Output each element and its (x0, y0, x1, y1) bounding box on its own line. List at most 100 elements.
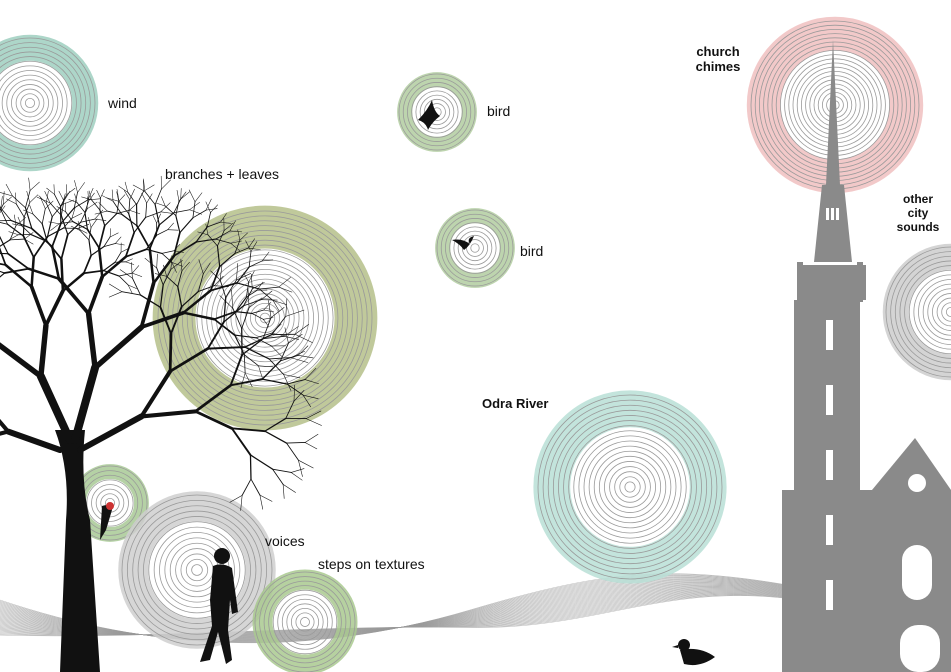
ring (932, 293, 951, 331)
tree-branch (86, 228, 100, 249)
sound-source-odra (533, 390, 727, 584)
tree-branch (58, 221, 74, 225)
tree-branch (0, 192, 13, 197)
tree-branch (154, 203, 160, 226)
tree-branch (136, 190, 144, 206)
woodpecker-icon (100, 502, 114, 540)
tree-branch (100, 189, 105, 199)
tree-branch (206, 346, 246, 350)
ring (0, 46, 87, 160)
tree-branch (132, 272, 143, 277)
tree-branch (192, 201, 196, 219)
tree-branch (207, 234, 218, 247)
tree-branch (115, 243, 125, 246)
ring (593, 450, 667, 524)
ring-band (397, 72, 477, 152)
ring (0, 56, 77, 150)
tree-branch (229, 220, 236, 232)
ring (263, 580, 347, 664)
tree-branch (3, 267, 30, 274)
tree-silhouette (0, 175, 322, 672)
tree-branch (77, 413, 145, 453)
ring (91, 484, 129, 522)
ring (423, 98, 451, 126)
tree-branch (143, 184, 155, 192)
tree-branch (170, 260, 183, 270)
ring (201, 254, 329, 382)
ring (568, 425, 692, 549)
tree-branch (241, 307, 250, 329)
ring (290, 607, 320, 637)
tree-branch (248, 247, 261, 251)
tree-branch (205, 198, 212, 211)
ring (558, 415, 702, 559)
ring (619, 476, 641, 498)
tree-branch (148, 247, 155, 285)
tree-branch (51, 222, 62, 248)
tree-branch (249, 454, 252, 480)
ring (272, 589, 338, 655)
tree-branch (128, 213, 135, 234)
tree-branch (44, 289, 65, 328)
ring-band (882, 243, 951, 381)
tree-branch (285, 298, 288, 317)
tree-branch (285, 309, 305, 317)
ring (583, 440, 677, 534)
tree-branch (124, 248, 148, 258)
tree-branch (156, 213, 161, 224)
tree-branch (23, 209, 34, 215)
tree-branch (197, 273, 204, 292)
tree-branch (213, 318, 236, 336)
tree-branch (120, 248, 129, 253)
ring (230, 283, 300, 353)
ring (0, 70, 63, 136)
ring (0, 51, 82, 155)
tree-branch (223, 305, 245, 323)
sound-source-city (882, 243, 951, 381)
label-odra-river: Odra River (482, 396, 549, 411)
tree-branch (236, 266, 250, 284)
ring (552, 409, 708, 565)
ring (185, 558, 209, 582)
tree-branch (56, 206, 66, 213)
ring (181, 234, 349, 402)
tree-branch (243, 354, 259, 367)
tree-branch (194, 383, 233, 413)
tree-branch (131, 262, 133, 279)
tree-branch (216, 245, 221, 268)
tree-branch (261, 259, 274, 262)
tree-branch (194, 192, 203, 203)
tree-branch (88, 239, 92, 257)
tree-branch (219, 279, 227, 298)
tree-branch (92, 324, 145, 371)
tree-branch (29, 181, 40, 191)
ring (890, 251, 951, 373)
tree-branch (9, 238, 25, 241)
tree-branch (241, 478, 252, 496)
terrain-wave-lines (0, 573, 951, 644)
tree-branch (13, 214, 17, 226)
tree-branch (206, 320, 225, 350)
ring (445, 218, 505, 278)
label-line: church (696, 44, 740, 59)
ring (121, 494, 273, 646)
tree-branch (0, 196, 3, 210)
tree-branch (195, 226, 208, 243)
tree-branch (293, 390, 305, 402)
tree-branch (23, 202, 31, 218)
tree-branch (255, 337, 272, 347)
tree-branch (12, 195, 26, 209)
tree-branch (144, 257, 158, 269)
tree-branch (249, 454, 274, 470)
tree-branch (235, 311, 253, 314)
tree-branch (152, 214, 157, 224)
ring (466, 239, 484, 257)
tree-branch (90, 246, 105, 257)
tree-branch (124, 190, 131, 200)
ring (899, 260, 951, 364)
tree-branch (282, 484, 285, 499)
tree-branch (129, 203, 138, 211)
tree-branch (0, 239, 11, 247)
tree-branch (22, 216, 25, 237)
